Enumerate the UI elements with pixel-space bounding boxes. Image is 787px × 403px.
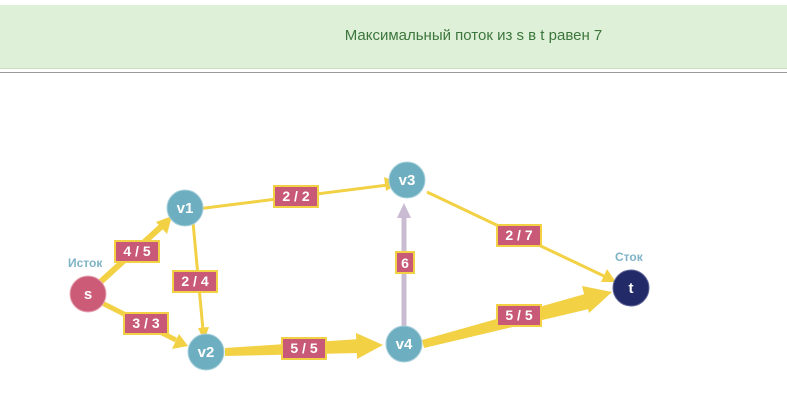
edge-label-text: 2 / 7 xyxy=(505,227,532,243)
arrowhead-v4-v3 xyxy=(397,203,411,218)
node-label: s xyxy=(84,286,92,303)
edge-label-v1-v3: 2 / 2 xyxy=(273,185,319,208)
node-label: v4 xyxy=(396,336,413,353)
source-label: Исток xyxy=(68,256,103,270)
edge-label-text: 6 xyxy=(401,255,409,271)
node-v1: v1 xyxy=(166,189,204,227)
node-v2: v2 xyxy=(187,333,225,371)
edge-label-text: 2 / 2 xyxy=(282,188,309,204)
edge-label-v3-t: 2 / 7 xyxy=(496,224,542,247)
edge-label-text: 3 / 3 xyxy=(132,315,159,331)
divider xyxy=(0,72,787,73)
edge-label-v4-t: 5 / 5 xyxy=(496,304,542,327)
edge-label-s-v1: 4 / 5 xyxy=(114,240,160,263)
arrowhead-v3-t xyxy=(601,269,616,282)
edge-label-v2-v4: 5 / 5 xyxy=(281,337,327,360)
edge-label-text: 4 / 5 xyxy=(123,243,150,259)
node-label: v2 xyxy=(198,344,215,361)
arrowhead-v4-t xyxy=(582,286,612,313)
arrowhead-s-v1 xyxy=(156,216,172,234)
node-label: v3 xyxy=(399,172,416,189)
node-v3: v3 xyxy=(388,161,426,199)
result-banner: Максимальный поток из s в t равен 7 xyxy=(0,5,787,69)
sink-label: Сток xyxy=(615,250,644,264)
edge-labels: 4 / 5 3 / 3 2 / 2 2 / 4 5 / 5 6 2 / 7 5 xyxy=(114,185,542,360)
edge-label-text: 2 / 4 xyxy=(181,273,208,289)
node-s: s xyxy=(69,275,107,313)
edge-label-s-v2: 3 / 3 xyxy=(123,312,169,335)
edge-label-text: 5 / 5 xyxy=(290,340,317,356)
node-v4: v4 xyxy=(385,325,423,363)
edge-label-v4-v3: 6 xyxy=(395,251,415,274)
node-t: t xyxy=(612,269,650,307)
result-message: Максимальный поток из s в t равен 7 xyxy=(344,27,603,44)
edge-label-text: 5 / 5 xyxy=(505,307,532,323)
nodes: s v1 v2 v3 v4 t xyxy=(69,161,650,371)
arrowhead-s-v2 xyxy=(172,334,188,349)
node-label: t xyxy=(629,280,634,297)
node-label: v1 xyxy=(177,200,194,217)
arrowhead-v2-v4 xyxy=(356,333,383,359)
edge-label-v1-v2: 2 / 4 xyxy=(172,270,218,293)
